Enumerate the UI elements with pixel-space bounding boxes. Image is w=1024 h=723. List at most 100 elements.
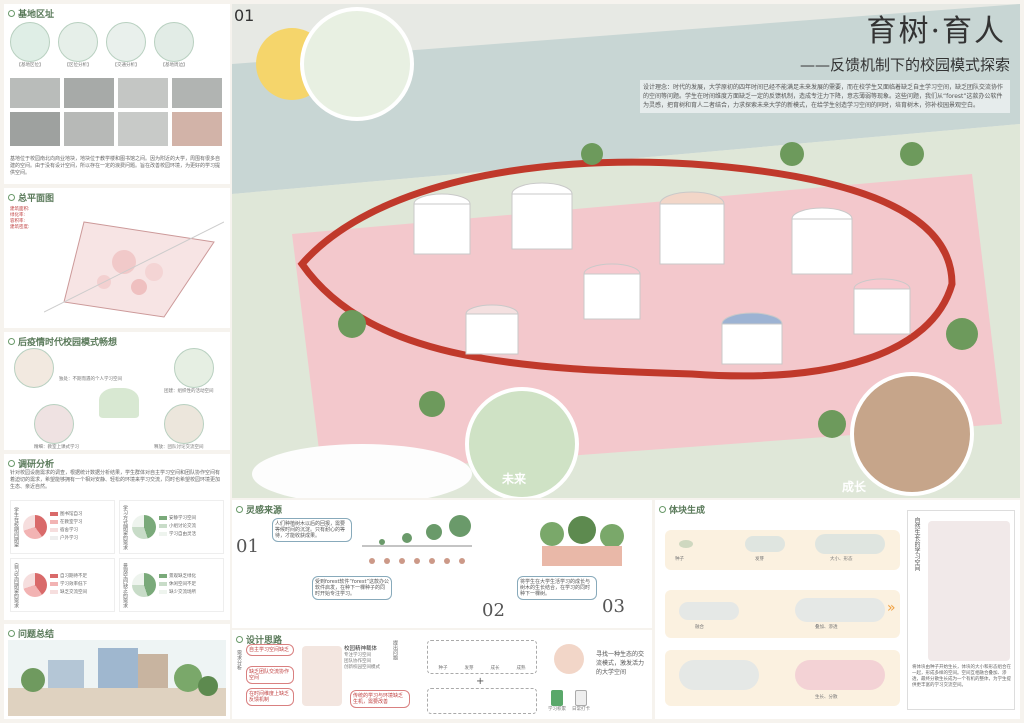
form-step-row: 融合 叠加、渗透 (665, 590, 900, 638)
growth-nodes: 种子 发芽 成长 成熟 (427, 640, 537, 674)
section-icon (236, 636, 243, 643)
people-illustration (302, 646, 342, 706)
section-icon (8, 194, 15, 201)
form-axon-drawing (928, 521, 1010, 661)
celebration-illustration (540, 516, 624, 566)
design-title: 设计思路 (236, 633, 282, 646)
mode-illustration (164, 404, 204, 444)
site-photo (10, 78, 60, 108)
site-zone-diagram: 【区位分析】 (58, 22, 98, 68)
tree-growth-icon (362, 515, 472, 547)
people-icon (369, 558, 465, 564)
inspire-title: 灵感来源 (236, 503, 282, 516)
section-icon (8, 338, 15, 345)
site-surround-diagram: 【基地周边】 (154, 22, 194, 68)
pie-chart (23, 515, 47, 539)
problem-panel: 问题总结 (4, 624, 230, 719)
site-photo (172, 112, 222, 146)
inspire-text-2: 受到forest软件“forest”这款办公软件启发，在种下一棵种子的同时开始专… (312, 576, 392, 600)
site-photo (64, 78, 114, 108)
scene-label-future: 未来 (502, 472, 527, 486)
core-concepts: 校园精神载体 专注学习空间 团队协作空间 创新校园空间模式 (344, 646, 380, 670)
problem-box: 缺乏团队交流协作空间 (246, 666, 294, 684)
size-block (815, 534, 885, 554)
section-icon (659, 506, 666, 513)
problem-box: 自主学习空间缺乏 (246, 644, 294, 656)
design-result: 寻找一种生态的交流模式，激发活力的大学空间 (596, 651, 645, 676)
step-number: 01 (236, 536, 259, 557)
app-icons: 学习积累 日常打卡 (548, 690, 590, 712)
mode-illustration (14, 348, 54, 388)
survey-charts: 学生在校期间期望 图书馆自习 在教室学习 宿舍学习 户外学习 学习方式期望的需求… (10, 500, 224, 612)
learners-row (427, 688, 537, 714)
merge-block (679, 602, 739, 620)
survey-group: 自习空间期望的需求 自习期待不足 学习效率低下 缺乏交流空间 (10, 558, 115, 612)
site-panel: 基地区址 【基地区位】 【区位分析】 【交通分析】 【基地周边】 基地位于校园南… (4, 4, 230, 184)
arrow-icon: » (887, 600, 896, 616)
site-photos (10, 78, 222, 146)
plan-title: 总平面图 (8, 191, 54, 204)
exchange-icon (554, 644, 584, 674)
app-icon (575, 690, 587, 706)
site-photo (118, 112, 168, 146)
site-photo (10, 112, 60, 146)
survey-panel: 调研分析 针对校园设施需求的调查，根据统计数据分析结果，学生群体对自主学习空间和… (4, 454, 230, 620)
survey-group: 学生在校期间期望 图书馆自习 在教室学习 宿舍学习 户外学习 (10, 500, 115, 554)
site-location-diagram: 【基地区位】 (10, 22, 50, 68)
section-icon (8, 460, 15, 467)
survey-title: 调研分析 (8, 457, 54, 470)
hero-panel: 01 育树·育人 ——反馈机制下的校园模式探索 设计理念：时代的发展，大学原初的… (232, 4, 1020, 498)
section-icon (8, 10, 15, 17)
section-icon (236, 506, 243, 513)
inspire-text-3: 将学生在大学生活学习的成长与树木的生长结合，在学习的同时种下一棵树。 (517, 576, 597, 600)
overlay-block (795, 598, 885, 622)
step-number: 03 (602, 596, 625, 617)
design-panel: 设计思路 自主学习空间缺乏 缺乏团队交流协作空间 在时间维度上缺乏反馈机制 需求… (232, 630, 652, 719)
survey-group: 景观空间缺乏的需求 景观缺乏绿化 休闲空间不足 缺少交流场所 (119, 558, 224, 612)
section-icon (8, 630, 15, 637)
site-plan-drawing (44, 221, 224, 318)
mode-panel: 后疫情时代校园模式畅想 独处：不期而遇的个人学习空间 团建：组织性的活动空间 精… (4, 332, 230, 450)
problem-box: 在时间维度上缺乏反馈机制 (246, 688, 294, 706)
page-subtitle: ——反馈机制下的校园模式探索 (799, 56, 1010, 74)
plus-icon: + (476, 676, 485, 687)
survey-text: 针对校园设施需求的调查，根据统计数据分析结果，学生群体对自主学习空间和团队协作空… (10, 470, 221, 490)
pie-chart (132, 573, 156, 597)
mode-illustration (34, 404, 74, 444)
site-photo (118, 78, 168, 108)
pie-chart (23, 573, 47, 597)
mode-illustration (174, 348, 214, 388)
form-step-row: 种子 发芽 大小、形态 (665, 530, 900, 570)
form-panel: 体块生成 种子 发芽 大小、形态 融合 叠加、渗透 生长、分散 » 自然生长的学… (655, 500, 1020, 719)
site-traffic-diagram: 【交通分析】 (106, 22, 146, 68)
form-step-row: 生长、分散 (665, 650, 900, 706)
seed-block (679, 540, 693, 548)
site-photo (64, 112, 114, 146)
page-number: 01 (234, 6, 255, 25)
campus-aerial-rendering (232, 4, 1020, 498)
app-icon (551, 690, 563, 706)
mode-diagram: 独处：不期而遇的个人学习空间 团建：组织性的活动空间 精细：教室上课式学习 释放… (14, 348, 224, 450)
design-intro: 设计理念：时代的发展，大学原初的四年时间已经不能满足未来发展的需要，而在校学生又… (640, 80, 1010, 113)
step-number: 02 (482, 600, 505, 621)
problem-title: 问题总结 (8, 627, 54, 640)
site-photo (172, 78, 222, 108)
tree-icon (99, 388, 139, 418)
site-text: 基地位于校园南北向商业地块，地块位于教学楼和图书馆之间。因为附近的大学，周围有很… (10, 156, 221, 176)
page-title: 育树·育人 (866, 14, 1006, 49)
inspire-panel: 灵感来源 01 人们种植树木以后的回报，需要等候时间的沉淀。只有耐心的等待，才能… (232, 500, 652, 628)
tradition-box: 传统的学习与环境缺乏生机，需要改善 (350, 690, 410, 708)
campus-illustration (8, 640, 226, 716)
form-title: 体块生成 (659, 503, 705, 516)
survey-group: 学习方式期望的需求 安静学习空间 小组讨论交流 学习自由灵活 (119, 500, 224, 554)
plan-legend: 建筑面积: 绿化率: 容积率: 建筑密度: (10, 207, 30, 230)
sprout-block (745, 536, 785, 552)
inspire-text-1: 人们种植树木以后的回报，需要等候时间的沉淀。只有耐心的等待，才能收获成果。 (272, 518, 352, 542)
form-side: 自然生长的学习空间 将体块由种子开始生长，体块的大小和形态组合在一起，形成多样的… (907, 510, 1015, 710)
plan-panel: 总平面图 建筑面积: 绿化率: 容积率: 建筑密度: (4, 188, 230, 328)
mode-title: 后疫情时代校园模式畅想 (8, 335, 117, 348)
site-circles: 【基地区位】 【区位分析】 【交通分析】 【基地周边】 (10, 22, 194, 68)
scatter-block (795, 660, 885, 690)
grow-block (679, 660, 759, 690)
pie-chart (132, 515, 156, 539)
